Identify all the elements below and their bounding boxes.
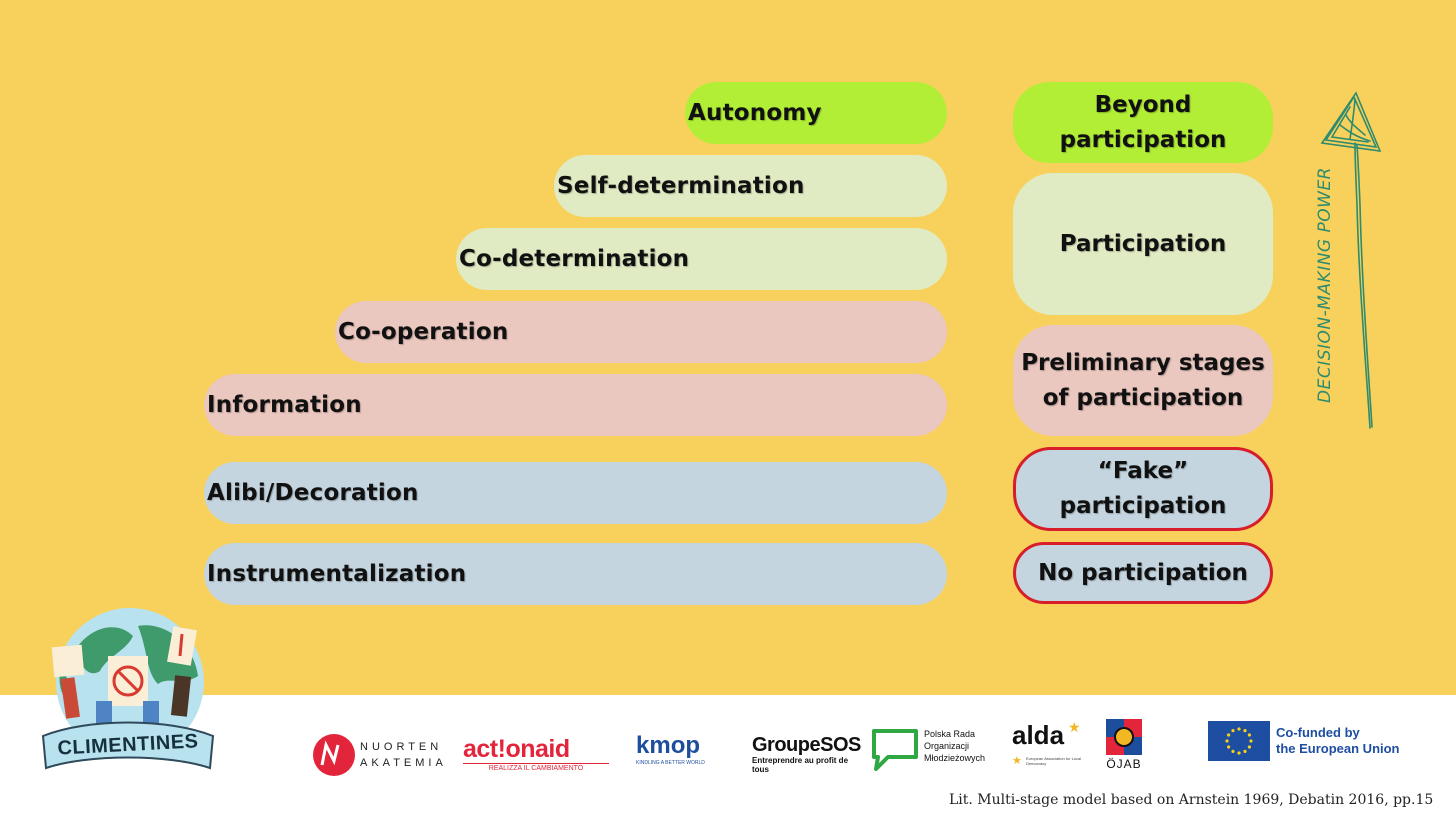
citation: Lit. Multi-stage model based on Arnstein… [949, 792, 1434, 808]
category-label: Beyond participation [1059, 91, 1227, 153]
speech-bubble-icon [872, 729, 918, 771]
star-icon: ★ [1012, 754, 1022, 767]
level-label: Co-determination [459, 246, 690, 272]
akatemia-text: AKATEMIA [360, 757, 447, 769]
level-self-determination: Self-determination [554, 155, 947, 217]
actionaid-logo: act!onaid REALIZZA IL CAMBIAMENTO [463, 735, 613, 775]
level-autonomy: Autonomy [685, 82, 947, 144]
ojab-emblem-icon [1106, 719, 1142, 755]
level-instrumentalization: Instrumentalization [204, 543, 947, 605]
eu-cofunded-logo: Co-funded by the European Union [1208, 721, 1418, 763]
nuorten-akatemia-logo: NUORTEN AKATEMIA [312, 733, 452, 777]
eu-flag-icon [1208, 721, 1270, 761]
actionaid-wordmark: act!onaid [463, 735, 570, 763]
level-co-operation: Co-operation [335, 301, 947, 363]
category-label: No participation [1038, 559, 1248, 586]
level-label: Alibi/Decoration [207, 480, 419, 506]
category-preliminary-stages: Preliminary stages of participation [1013, 325, 1273, 436]
kmop-tagline: KINDLING A BETTER WORLD [636, 760, 705, 766]
category-participation: Participation [1013, 173, 1273, 315]
level-label: Co-operation [338, 319, 509, 345]
prom-line-3: Młodzieżowych [924, 753, 986, 763]
globe-icon [41, 608, 215, 770]
category-label: Preliminary stages of participation [1021, 349, 1265, 411]
groupesos-tagline: Entreprendre au profit de tous [752, 756, 849, 774]
climentines-logo: CLIMENTINES [38, 606, 218, 776]
alda-tagline: European Association for Local Democracy [1026, 756, 1082, 766]
eu-line-1: Co-funded by [1276, 725, 1360, 740]
level-alibi-decoration: Alibi/Decoration [204, 462, 947, 524]
actionaid-tagline: REALIZZA IL CAMBIAMENTO [463, 763, 609, 772]
prom-line-1: Polska Rada [924, 729, 976, 739]
category-label: Participation [1059, 230, 1227, 257]
groupesos-wordmark: GroupeSOS [752, 734, 861, 756]
category-fake-participation: “Fake” participation [1013, 447, 1273, 531]
prom-line-2: Organizacji [924, 741, 970, 751]
ojab-wordmark: ÖJAB [1106, 757, 1142, 771]
category-no-participation: No participation [1013, 542, 1273, 604]
level-label: Autonomy [688, 100, 822, 126]
decision-making-power-arrow-icon [1320, 91, 1382, 429]
alda-wordmark: alda [1012, 720, 1065, 750]
category-label: “Fake” participation [1059, 458, 1227, 519]
level-label: Information [207, 392, 362, 418]
kmop-wordmark: kmop [636, 732, 701, 759]
level-label: Self-determination [557, 173, 805, 199]
groupesos-logo: GroupeSOS Entreprendre au profit de tous [752, 734, 864, 774]
alda-logo: alda ★ ★ European Association for Local … [1012, 720, 1084, 772]
eu-line-2: the European Union [1276, 741, 1400, 756]
level-co-determination: Co-determination [456, 228, 947, 290]
star-icon: ★ [1068, 720, 1081, 736]
na-emblem-icon [313, 734, 355, 776]
ojab-logo: ÖJAB [1104, 719, 1144, 773]
category-beyond-participation: Beyond participation [1013, 82, 1273, 163]
nuorten-text: NUORTEN [360, 741, 443, 753]
level-label: Instrumentalization [207, 561, 467, 587]
level-information: Information [204, 374, 947, 436]
prom-logo: Polska Rada Organizacji Młodzieżowych [870, 727, 996, 773]
kmop-logo: kmop KINDLING A BETTER WORLD [636, 732, 728, 772]
